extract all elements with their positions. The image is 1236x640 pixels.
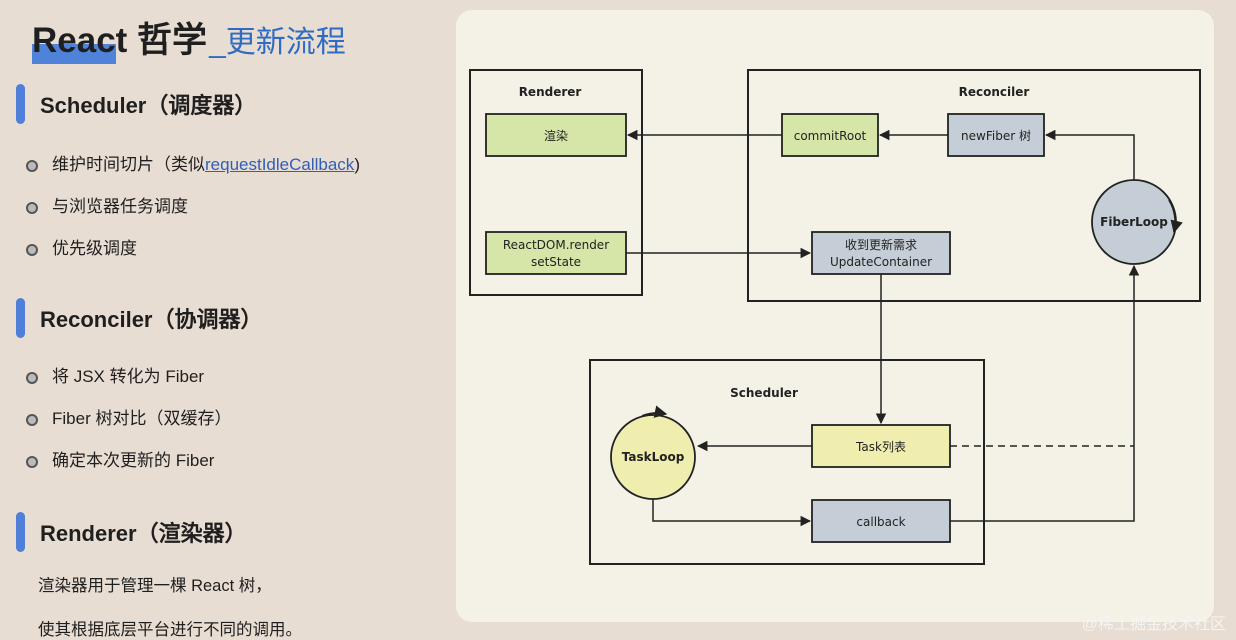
section-heading-scheduler: Scheduler（调度器） [40, 93, 257, 118]
watermark: @稀土掘金技术社区 [1081, 616, 1226, 633]
group-reconciler-frame [747, 69, 1201, 302]
node-reactdom-label-2: setState [531, 255, 581, 269]
bullet-icon [26, 159, 38, 172]
group-scheduler-frame [589, 359, 985, 565]
node-callback-label: callback [856, 515, 905, 529]
edge-callback-to-fiberloop [950, 264, 1140, 522]
group-renderer-frame [469, 69, 643, 296]
diagram-panel: Renderer Reconciler Scheduler 渲染 ReactDO… [456, 10, 1214, 622]
node-new-fiber-label: newFiber 树 [961, 128, 1031, 143]
node-render [485, 113, 627, 157]
fiber-loop-cycle-arrow [1168, 199, 1183, 234]
node-fiber-loop-label: FiberLoop [1100, 215, 1168, 229]
title-main: React 哲学 [32, 21, 208, 60]
task-loop-cycle-arrow [641, 405, 668, 418]
node-commit-root [781, 113, 879, 157]
node-update-container [811, 231, 951, 275]
renderer-description-line-1: 渲染器用于管理一棵 React 树， [38, 577, 272, 595]
edge-fiberloop-to-newfiber [1044, 129, 1135, 180]
bullet-item: 与浏览器任务调度 [16, 192, 436, 217]
node-render-label: 渲染 [544, 128, 568, 143]
flow-diagram: Renderer Reconciler Scheduler 渲染 ReactDO… [469, 69, 1201, 565]
section-marker [16, 512, 25, 552]
bullet-icon [26, 455, 38, 468]
node-reactdom-render [485, 231, 627, 275]
section-heading-reconciler: Reconciler（协调器） [40, 307, 263, 332]
node-reactdom-label-1: ReactDOM.render [503, 238, 609, 252]
renderer-description-line-2: 使其根据底层平台进行不同的调用。 [38, 621, 302, 639]
edge-taskloop-to-callback [652, 499, 812, 527]
node-update-label-1: 收到更新需求 [845, 237, 917, 252]
bullet-icon [26, 243, 38, 256]
node-task-list-label: Task列表 [855, 440, 906, 454]
node-callback [811, 499, 951, 543]
bullet-item: 优先级调度 [16, 234, 436, 259]
request-idle-callback-link[interactable]: requestIdleCallback [205, 155, 355, 174]
bullet-item: 确定本次更新的 Fiber [16, 446, 436, 471]
bullet-icon [26, 413, 38, 426]
bullet-icon [26, 201, 38, 214]
node-commit-root-label: commitRoot [794, 129, 867, 143]
bullet-item: 将 JSX 转化为 Fiber [16, 362, 436, 387]
title-text: React 哲学_更新流程 [32, 12, 346, 63]
group-label-scheduler: Scheduler [730, 386, 798, 400]
title-highlight [32, 44, 116, 64]
section-heading-renderer: Renderer（渲染器） [40, 521, 247, 546]
node-update-label-2: UpdateContainer [830, 255, 932, 269]
group-label-reconciler: Reconciler [959, 85, 1030, 99]
bullet-icon [26, 371, 38, 384]
section-marker [16, 298, 25, 338]
node-task-loop-label: TaskLoop [622, 450, 685, 464]
title-sub: _更新流程 [209, 26, 346, 59]
bullet-item: Fiber 树对比（双缓存） [16, 404, 436, 429]
bullet-item: 维护时间切片（类似requestIdleCallback) [16, 150, 436, 175]
group-label-renderer: Renderer [519, 85, 582, 99]
section-marker [16, 84, 25, 124]
